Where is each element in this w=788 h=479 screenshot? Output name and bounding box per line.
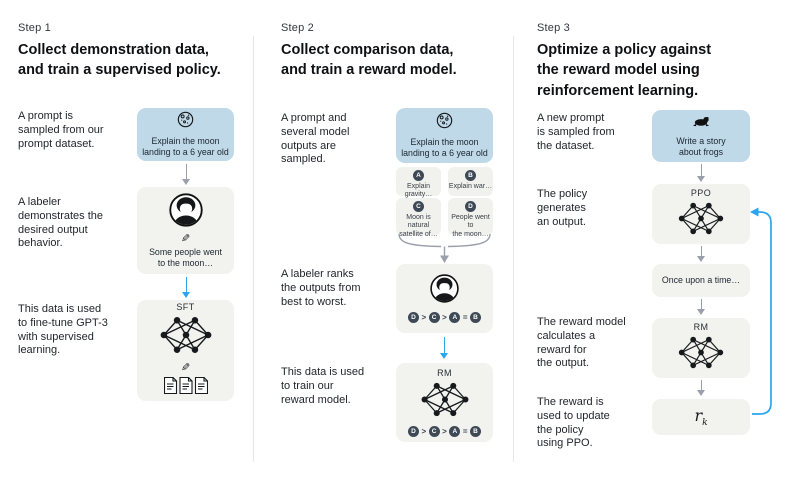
step2-caption-train: This data is used to train our reward mo… — [281, 366, 365, 406]
step3-rm-box: RM — [652, 318, 750, 378]
output-badge-b: B — [465, 170, 476, 181]
neural-network-icon — [159, 315, 213, 360]
output-badge-a: A — [413, 170, 424, 181]
frog-icon — [692, 115, 711, 133]
ppo-label: PPO — [690, 187, 712, 198]
arrow-down-icon — [696, 246, 707, 262]
neural-network-icon — [677, 335, 725, 375]
ranking-row: D > C > A = B — [407, 426, 481, 437]
labeler-person-icon — [168, 192, 203, 232]
output-card-a: A Explain gravity… — [396, 167, 441, 198]
pencil-icon: ✎ — [180, 232, 191, 245]
output-text-a: Explain gravity… — [404, 183, 433, 199]
step2-rm-box: RM D > C > A = B — [396, 363, 493, 442]
moon-icon — [177, 111, 194, 133]
step3-caption-update: The reward is used to update the policy … — [537, 396, 610, 450]
step3-caption-policy: The policy generates an output. — [537, 188, 588, 228]
rank-badge: D — [407, 312, 419, 323]
output-card-b: B Explain war… — [448, 167, 493, 196]
step2-caption-prompt: A prompt and several model outputs are s… — [281, 112, 350, 166]
step1-label: Step 1 — [18, 22, 52, 34]
output-text-d: People went to the moon… — [451, 214, 490, 238]
rm-label: RM — [437, 368, 452, 378]
rank-operator: = — [462, 313, 468, 322]
column-divider — [513, 36, 514, 462]
step3-prompt-box: Write a story about frogs — [652, 110, 750, 162]
rank-badge: B — [470, 426, 481, 437]
moon-icon — [436, 112, 453, 134]
document-stack-icon — [163, 376, 208, 399]
step2-caption-rank: A labeler ranks the outputs from best to… — [281, 268, 361, 308]
step1-caption-labeler: A labeler demonstrates the desired outpu… — [18, 196, 103, 250]
rank-badge: D — [407, 426, 419, 437]
step1-prompt-text: Explain the moon landing to a 6 year old — [142, 136, 229, 157]
step1-title: Collect demonstration data, and train a … — [18, 42, 221, 79]
rank-badge: C — [428, 426, 440, 437]
step3-prompt-text: Write a story about frogs — [676, 135, 726, 157]
rm-label: RM — [693, 321, 709, 332]
sft-label: SFT — [176, 302, 195, 312]
output-card-d: D People went to the moon… — [448, 198, 493, 238]
rank-badge: C — [428, 312, 440, 323]
step3-caption-prompt: A new prompt is sampled from the dataset… — [537, 112, 615, 152]
output-badge-c: C — [413, 201, 424, 212]
step3-ppo-box: PPO — [652, 184, 750, 244]
step2-prompt-box: Explain the moon landing to a 6 year old — [396, 108, 493, 163]
arrow-down-icon — [181, 277, 192, 298]
output-text-c: Moon is natural satellite of… — [399, 214, 438, 238]
neural-network-icon — [420, 381, 470, 423]
step3-output-box: Once upon a time… — [652, 264, 750, 297]
step1-caption-finetune: This data is used to fine-tune GPT-3 wit… — [18, 303, 108, 357]
step1-sft-box: SFT ✎ — [137, 300, 234, 401]
arrow-down-icon — [181, 164, 192, 185]
step2-title: Collect comparison data, and train a rew… — [281, 42, 457, 79]
rank-badge: B — [470, 312, 481, 323]
rank-badge: A — [449, 312, 461, 323]
step3-output-text: Once upon a time… — [661, 275, 741, 285]
rank-operator: > — [421, 313, 427, 322]
step2-label: Step 2 — [281, 22, 315, 34]
step3-caption-reward: The reward model calculates a reward for… — [537, 316, 626, 370]
step1-labeler-output: Some people went to the moon… — [149, 246, 222, 268]
reward-symbol: rk — [694, 405, 708, 429]
step2-prompt-text: Explain the moon landing to a 6 year old — [401, 137, 488, 158]
column-divider — [253, 36, 254, 462]
rank-badge: A — [449, 426, 461, 437]
arrow-down-icon — [696, 299, 707, 315]
step1-caption-prompt: A prompt is sampled from our prompt data… — [18, 110, 104, 150]
output-badge-d: D — [465, 201, 476, 212]
rank-operator: = — [462, 427, 468, 436]
pencil-icon: ✎ — [180, 362, 191, 374]
labeler-person-icon — [430, 274, 459, 308]
step1-labeler-box: ✎ Some people went to the moon… — [137, 187, 234, 274]
output-text-b: Explain war… — [448, 183, 493, 190]
step2-labeler-box: D > C > A = B — [396, 264, 493, 333]
neural-network-icon — [677, 201, 725, 241]
arrow-down-icon — [696, 164, 707, 182]
output-card-c: C Moon is natural satellite of… — [396, 198, 441, 238]
rank-operator: > — [442, 313, 447, 322]
step1-prompt-box: Explain the moon landing to a 6 year old — [137, 108, 234, 161]
feedback-loop-arrow-icon — [750, 207, 772, 415]
rank-operator: > — [442, 427, 447, 436]
step3-title: Optimize a policy against the reward mod… — [537, 42, 712, 99]
step3-label: Step 3 — [537, 22, 571, 34]
arrow-down-icon — [696, 380, 707, 396]
rank-operator: > — [421, 427, 427, 436]
arrow-down-icon — [439, 337, 450, 359]
brace-connector-icon — [398, 233, 491, 263]
step3-reward-box: rk — [652, 399, 750, 435]
ranking-row: D > C > A = B — [407, 312, 481, 323]
